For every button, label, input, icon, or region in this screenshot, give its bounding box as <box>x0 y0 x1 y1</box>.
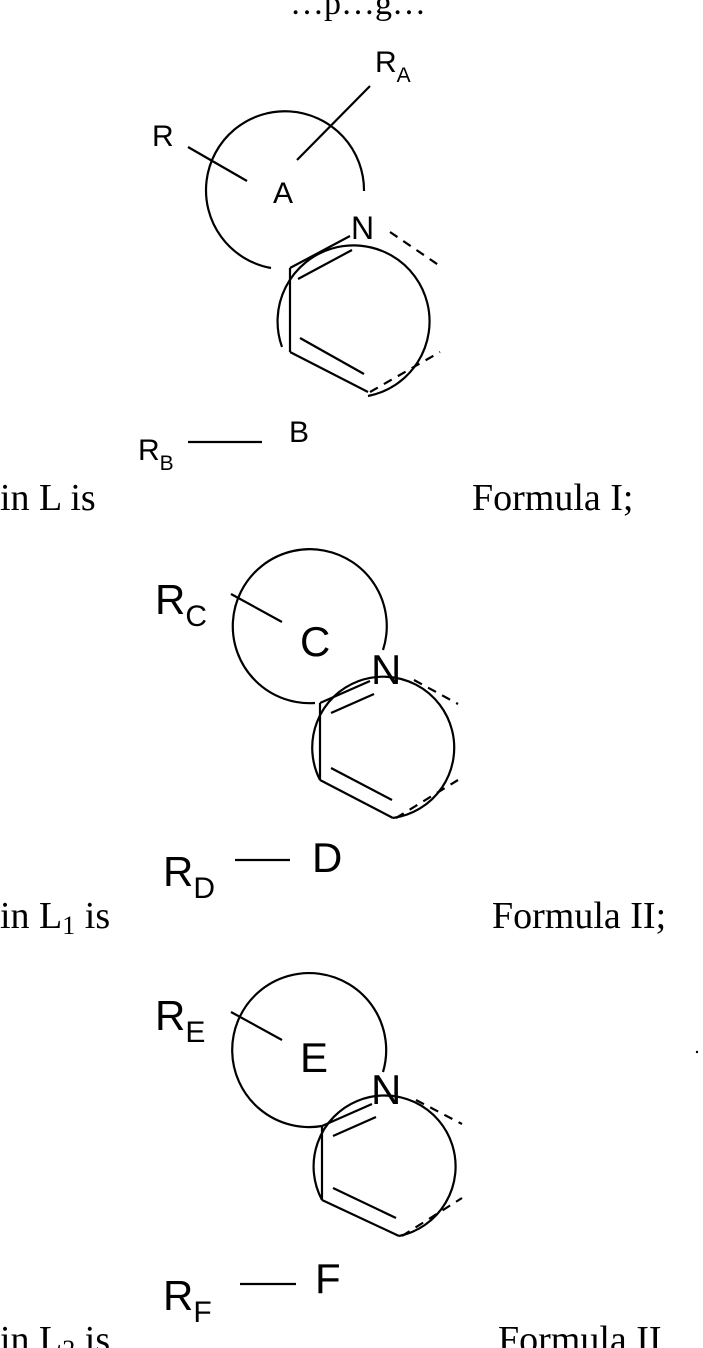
nitrogen-atom-label: N <box>351 210 374 246</box>
ring-d-label: D <box>312 834 342 881</box>
nitrogen-atom-label: N <box>371 646 401 693</box>
formula-1-caption-left: in L is <box>0 477 96 519</box>
cn-double-bond <box>333 1117 376 1136</box>
c-metal-dash <box>396 780 458 818</box>
cn-bond <box>290 236 350 268</box>
formula-2-structure: RC C N D RD <box>155 549 458 905</box>
cn-double-bond <box>331 694 374 713</box>
substituent-rd-label: RD <box>163 848 215 905</box>
formula-2-caption-right: Formula II; <box>492 895 666 937</box>
cn-double-bond <box>298 250 352 279</box>
ring-a-label: A <box>273 177 293 210</box>
stray-dot <box>696 1051 698 1053</box>
ring-e-label: E <box>300 1034 328 1081</box>
substituent-rc-label: RC <box>155 576 207 633</box>
cc-ring-bond <box>290 352 368 392</box>
c-metal-dash <box>370 352 440 392</box>
substituent-ra-label: RA <box>375 46 411 87</box>
cc-double-bond <box>331 768 392 800</box>
substituent-rf-label: RF <box>163 1272 212 1329</box>
r-e-bond <box>231 1012 282 1040</box>
ring-c-label: C <box>300 618 330 665</box>
substituent-rb-label: RB <box>138 434 174 475</box>
n-metal-dash <box>390 232 440 266</box>
formula-1-caption-right: Formula I; <box>472 477 633 519</box>
ring-f-label: F <box>315 1255 341 1302</box>
nitrogen-atom-label: N <box>371 1066 401 1113</box>
cc-ring-bond <box>320 780 393 818</box>
c-metal-dash <box>402 1198 462 1236</box>
formula-3-caption-left: in L2 is <box>0 1319 110 1348</box>
cc-double-bond <box>300 338 364 374</box>
formula-3-structure: RE E N F RF <box>155 973 462 1329</box>
cc-ring-bond <box>322 1200 399 1236</box>
formula-2-caption-left: in L1 is <box>0 895 110 940</box>
substituent-r-label: R <box>152 120 174 153</box>
ring-b-label: B <box>289 416 309 449</box>
r-c-bond <box>231 594 282 622</box>
substituent-re-label: RE <box>155 992 205 1049</box>
ring-b-arc <box>278 245 430 396</box>
formula-3-caption-right: Formula II <box>498 1319 662 1348</box>
cropped-top-text: …p…g… <box>290 0 426 22</box>
r-a-bond <box>297 86 370 160</box>
r-bond <box>188 147 247 181</box>
formula-1-structure: R RA A N B RB <box>138 46 440 475</box>
cc-double-bond <box>333 1188 396 1218</box>
